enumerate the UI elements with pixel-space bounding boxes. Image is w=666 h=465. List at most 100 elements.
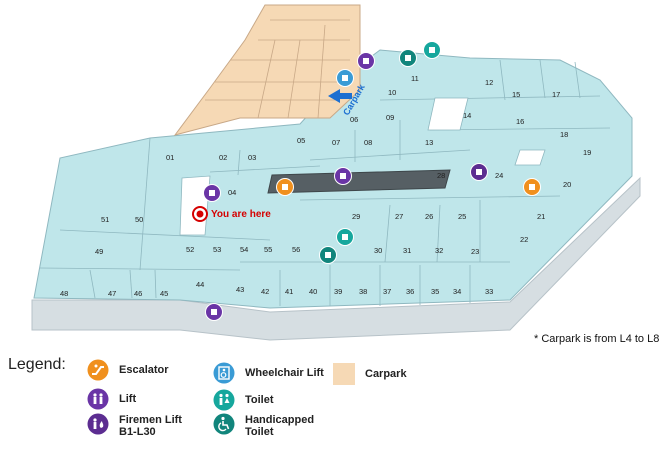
unit-label-31: 31 — [403, 246, 411, 255]
unit-label-35: 35 — [431, 287, 439, 296]
unit-label-32: 32 — [435, 246, 443, 255]
unit-label-52: 52 — [186, 245, 194, 254]
unit-walls — [39, 59, 611, 306]
escalator-icon — [523, 178, 541, 196]
unit-label-36: 36 — [406, 287, 414, 296]
handicapped-toilet-icon — [399, 49, 417, 67]
firemen-lift-icon — [470, 163, 488, 181]
unit-label-47: 47 — [108, 289, 116, 298]
unit-label-15: 15 — [512, 90, 520, 99]
you-are-here-label: You are here — [211, 209, 271, 220]
unit-label-38: 38 — [359, 287, 367, 296]
wheelchair-lift-icon — [336, 69, 354, 87]
legend-escalator: Escalator — [87, 359, 169, 381]
unit-label-25: 25 — [458, 212, 466, 221]
unit-label-30: 30 — [374, 246, 382, 255]
unit-label-01: 01 — [166, 153, 174, 162]
carpark-note: * Carpark is from L4 to L8 — [534, 333, 660, 345]
legend-carpark: Carpark — [333, 363, 407, 385]
unit-label-24: 24 — [495, 171, 503, 180]
lift-icon — [205, 303, 223, 321]
unit-label-19: 19 — [583, 148, 591, 157]
central-void — [267, 169, 451, 194]
toilet-icon — [213, 389, 235, 411]
unit-label-11: 11 — [411, 74, 419, 83]
unit-label-13: 13 — [425, 138, 433, 147]
unit-label-06: 06 — [350, 115, 358, 124]
unit-label-29: 29 — [352, 212, 360, 221]
atrium-void-3 — [514, 149, 546, 166]
unit-label-20: 20 — [563, 180, 571, 189]
toilet-icon — [336, 228, 354, 246]
unit-label-16: 16 — [516, 117, 524, 126]
legend-wheelchair-lift: Wheelchair Lift — [213, 362, 324, 384]
lift-icon — [334, 167, 352, 185]
unit-label-55: 55 — [264, 245, 272, 254]
map-facility-icons — [203, 41, 541, 321]
atrium-void — [179, 175, 211, 236]
unit-label-23: 23 — [471, 247, 479, 256]
unit-label-50: 50 — [135, 215, 143, 224]
legend-toilet: Toilet — [213, 389, 274, 411]
unit-label-21: 21 — [537, 212, 545, 221]
legend-toilet-label: Toilet — [245, 394, 274, 406]
atrium-void-2 — [427, 97, 469, 131]
unit-label-49: 49 — [95, 247, 103, 256]
carpark-grid — [205, 19, 350, 119]
unit-label-34: 34 — [453, 287, 461, 296]
legend-lift-label: Lift — [119, 393, 137, 405]
legend-lift: Lift — [87, 388, 136, 410]
lift-icon — [357, 52, 375, 70]
lift-icon — [87, 388, 109, 410]
unit-label-56: 56 — [292, 245, 300, 254]
unit-label-39: 39 — [334, 287, 342, 296]
unit-label-22: 22 — [520, 235, 528, 244]
carpark-zone — [173, 4, 361, 136]
wheelchair-lift-icon — [213, 362, 235, 384]
unit-label-33: 33 — [485, 287, 493, 296]
carpark-swatch — [333, 363, 355, 385]
unit-label-27: 27 — [395, 212, 403, 221]
lift-icon — [203, 184, 221, 202]
legend-firemen-lift: Firemen Lift B1-L30 — [87, 413, 182, 438]
legend-title: Legend: — [8, 356, 66, 373]
legend-handicapped-toilet: Handicapped Toilet — [213, 413, 314, 438]
unit-label-26: 26 — [425, 212, 433, 221]
escalator-icon — [87, 359, 109, 381]
firemen-lift-icon — [87, 413, 109, 435]
unit-label-42: 42 — [261, 287, 269, 296]
unit-label-07: 07 — [332, 138, 340, 147]
you-are-here-marker: You are here — [192, 206, 271, 222]
floor-base-slab — [31, 176, 641, 341]
unit-label-44: 44 — [196, 280, 204, 289]
unit-label-28: 28 — [437, 171, 445, 180]
unit-label-14: 14 — [463, 111, 471, 120]
unit-label-03: 03 — [248, 153, 256, 162]
unit-label-53: 53 — [213, 245, 221, 254]
unit-label-48: 48 — [60, 289, 68, 298]
unit-label-04: 04 — [228, 188, 236, 197]
legend-escalator-label: Escalator — [119, 364, 169, 376]
unit-label-40: 40 — [309, 287, 317, 296]
legend-wheelchair-lift-label: Wheelchair Lift — [245, 367, 324, 379]
unit-label-08: 08 — [364, 138, 372, 147]
legend-firemen-lift-label: Firemen Lift B1-L30 — [119, 414, 182, 438]
unit-label-05: 05 — [297, 136, 305, 145]
legend-carpark-label: Carpark — [365, 368, 407, 380]
unit-label-18: 18 — [560, 130, 568, 139]
handicapped-toilet-icon — [213, 413, 235, 435]
escalator-icon — [276, 178, 294, 196]
unit-label-46: 46 — [134, 289, 142, 298]
unit-labels: 01 02 03 04 05 06 07 08 09 10 11 12 13 14 15 16 17 18 19 20… — [60, 74, 591, 298]
unit-label-41: 41 — [285, 287, 293, 296]
legend-handicapped-toilet-label: Handicapped Toilet — [245, 414, 315, 438]
unit-label-17: 17 — [552, 90, 560, 99]
unit-label-45: 45 — [160, 289, 168, 298]
floor-plan-map: 01 02 03 04 05 06 07 08 09 10 11 12 13 14 15 16 17 18 19 20… — [31, 4, 641, 341]
unit-label-37: 37 — [383, 287, 391, 296]
unit-label-12: 12 — [485, 78, 493, 87]
unit-label-02: 02 — [219, 153, 227, 162]
toilet-icon — [423, 41, 441, 59]
unit-label-09: 09 — [386, 113, 394, 122]
unit-label-10: 10 — [388, 88, 396, 97]
